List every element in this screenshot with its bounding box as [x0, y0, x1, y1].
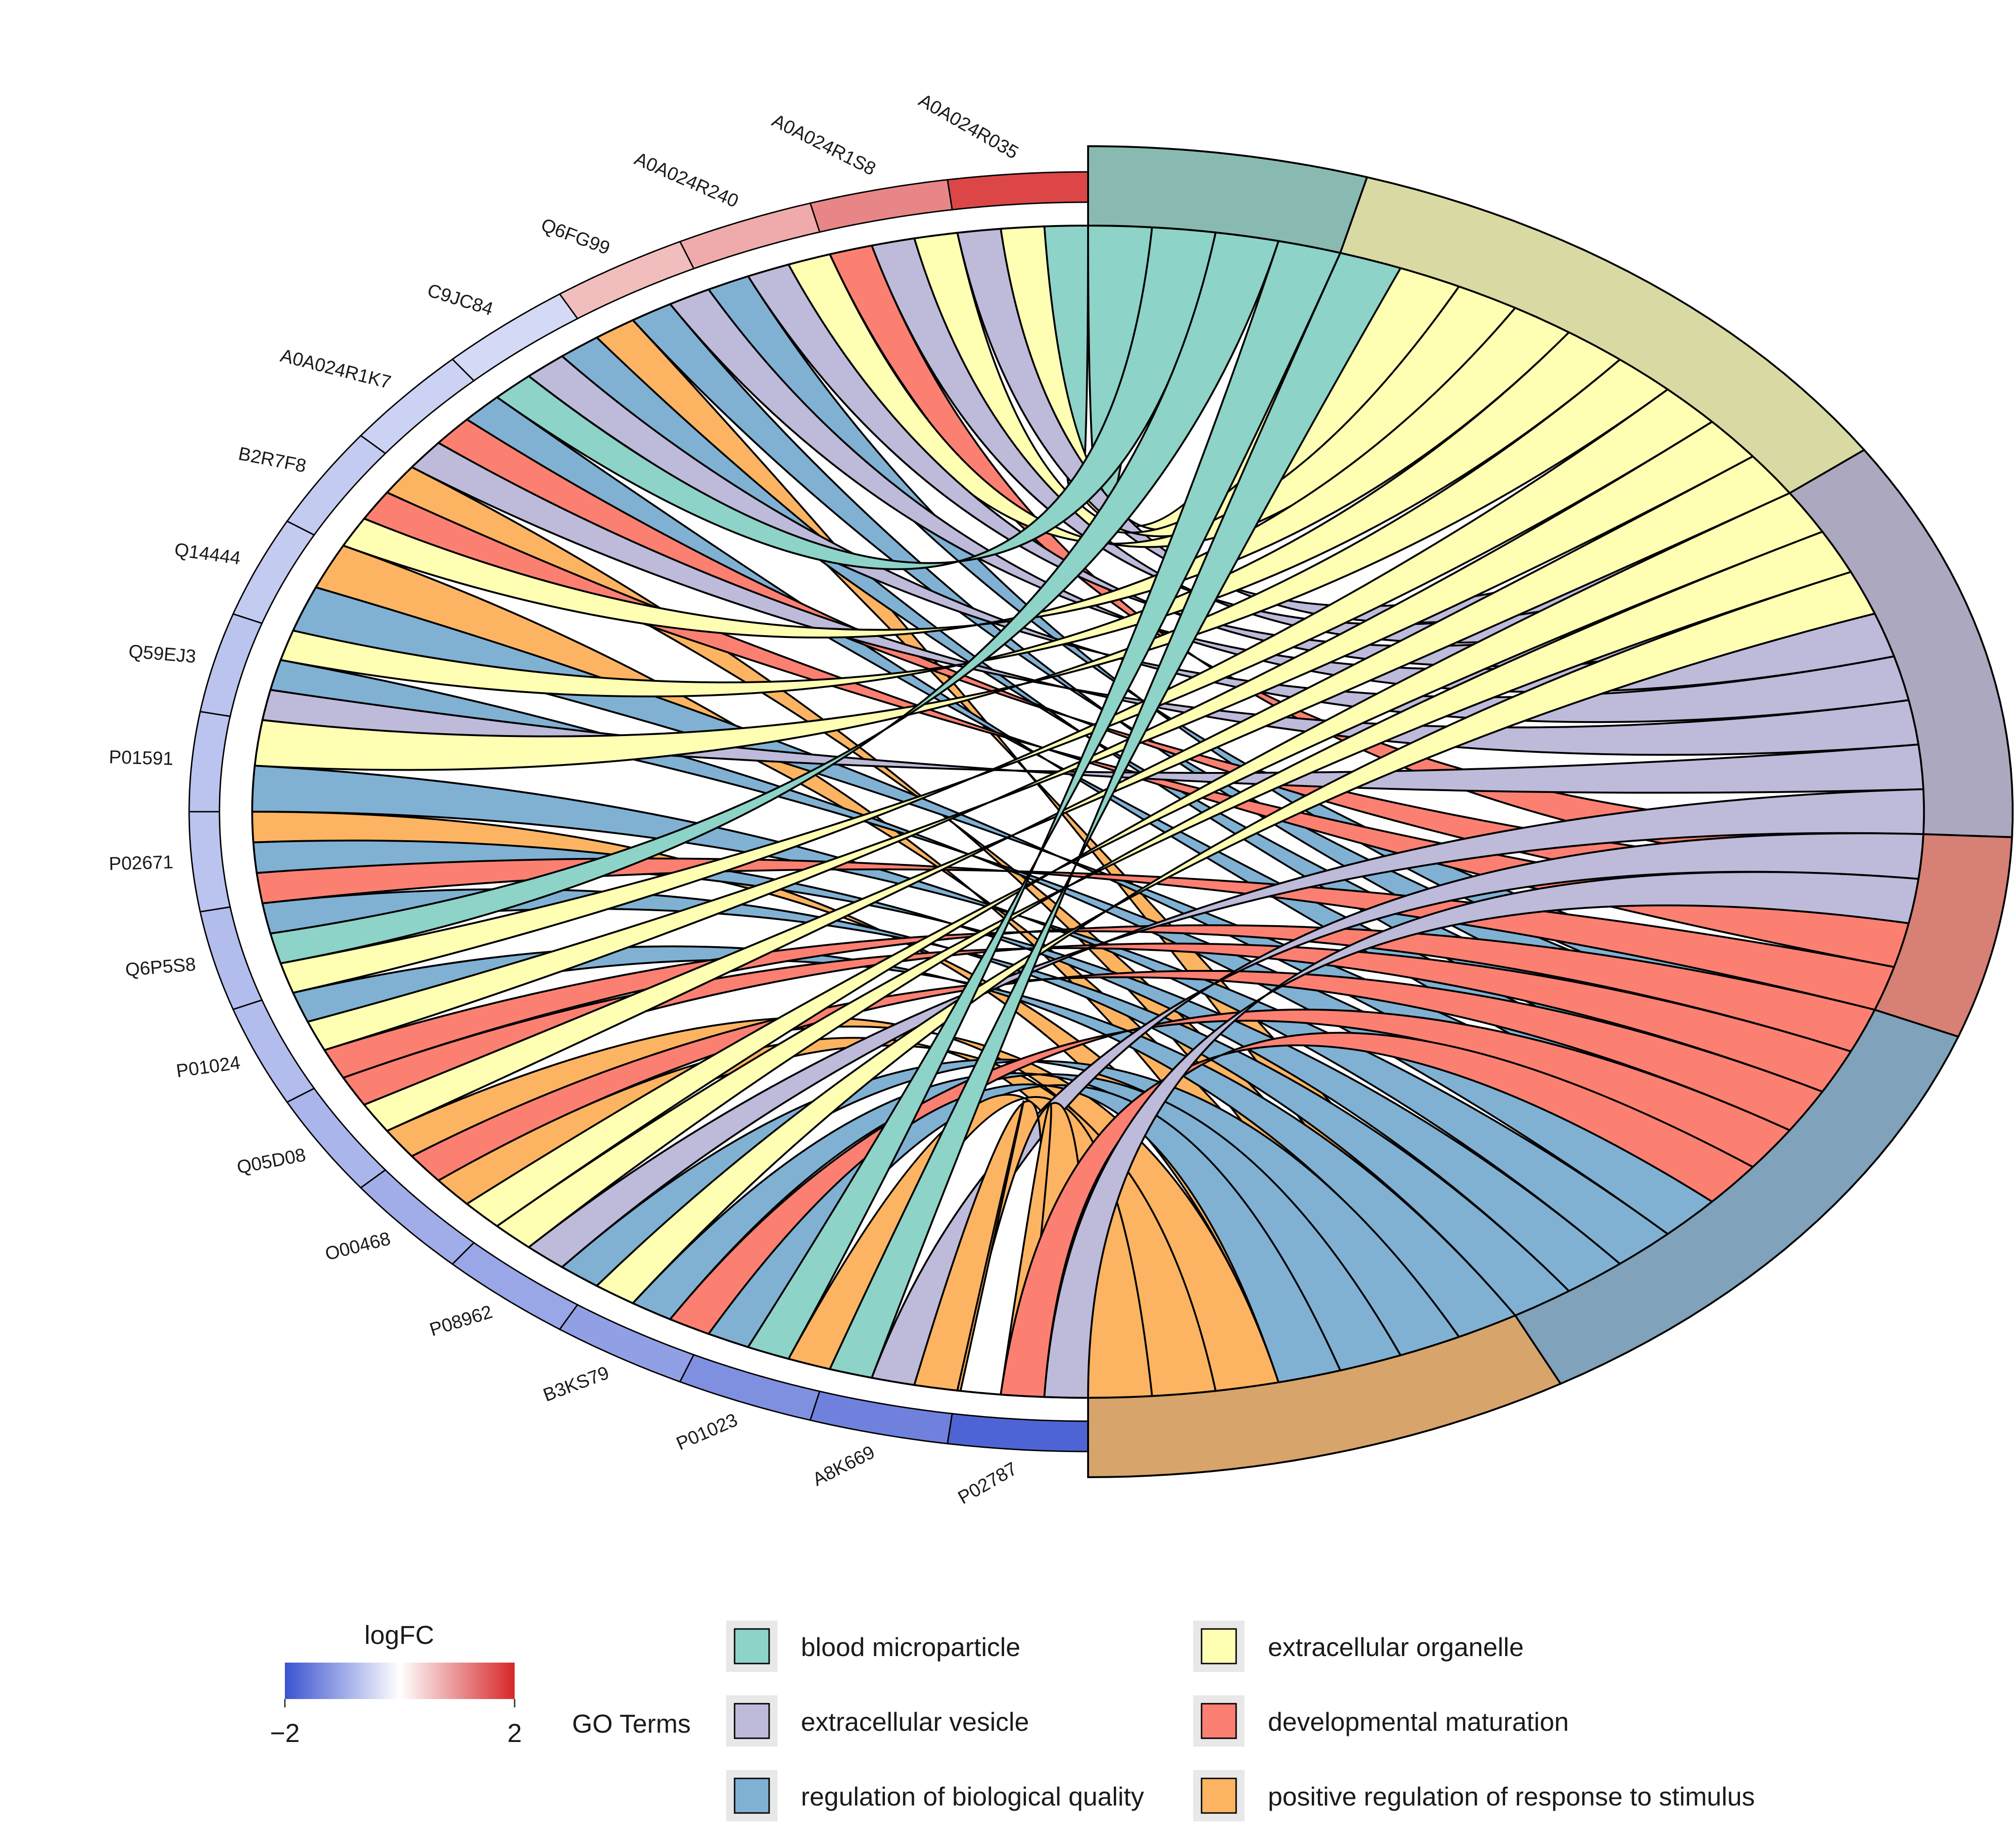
- gene-label: P02671: [109, 852, 174, 874]
- gene-label: Q59EJ3: [128, 641, 197, 667]
- gene-arc: [199, 906, 263, 1011]
- go-terms-legend-title: GO Terms: [572, 1709, 691, 1738]
- legend-term-label: extracellular organelle: [1268, 1632, 1524, 1662]
- legend-swatch: [734, 1703, 770, 1739]
- gene-label: O00468: [323, 1228, 393, 1265]
- gene-arc: [188, 811, 231, 913]
- gene-label: A0A024R240: [631, 149, 742, 212]
- gene-label: C9JC84: [425, 280, 495, 319]
- term-arc: [1087, 1314, 1562, 1479]
- gene-arc: [232, 999, 315, 1103]
- term-arc-layer: [1087, 145, 2014, 1479]
- gene-label: A0A024R1K7: [278, 345, 393, 393]
- go-terms-legend: GO Terms blood microparticle extracellula…: [572, 1621, 1755, 1821]
- gene-arc: [947, 171, 1089, 211]
- gene-arc: [809, 179, 953, 233]
- gene-arc: [188, 710, 231, 813]
- gene-arc: [679, 202, 821, 270]
- gene-label: P08962: [427, 1302, 495, 1340]
- gene-arc: [232, 520, 315, 624]
- gene-label: P01591: [109, 747, 174, 769]
- gene-label: P01023: [673, 1409, 741, 1454]
- gene-label: P02787: [955, 1459, 1020, 1508]
- ribbon-layer: [251, 224, 1925, 1399]
- logfc-legend-title: logFC: [364, 1620, 434, 1650]
- gene-label: P01024: [175, 1052, 242, 1082]
- gene-label: A0A024R1S8: [769, 110, 879, 180]
- gene-label: Q14444: [173, 539, 242, 569]
- gene-arc: [947, 1413, 1089, 1452]
- gene-label: Q6FG99: [538, 214, 613, 259]
- logfc-min-label: −2: [270, 1718, 300, 1748]
- legend-term-label: developmental maturation: [1268, 1707, 1569, 1736]
- legend-term-label: extracellular vesicle: [801, 1707, 1029, 1736]
- logfc-legend: logFC −2 2: [270, 1620, 522, 1748]
- legend-term-label: regulation of biological quality: [801, 1782, 1144, 1811]
- legend-term-label: blood microparticle: [801, 1632, 1020, 1662]
- legend-term-label: positive regulation of response to stimu…: [1268, 1782, 1755, 1811]
- logfc-color-bar: [285, 1663, 515, 1699]
- gene-label: Q6P5S8: [125, 954, 197, 980]
- legend-swatch: [1201, 1628, 1237, 1664]
- legend-swatch: [734, 1777, 770, 1814]
- gene-label: B2R7F8: [237, 443, 308, 476]
- gene-arc: [679, 1353, 821, 1421]
- gene-arc: [809, 1390, 953, 1445]
- gene-arc: [199, 613, 263, 717]
- legend-swatch: [1201, 1777, 1237, 1814]
- gene-label: Q05D08: [235, 1145, 308, 1178]
- gene-label: B3KS79: [540, 1362, 612, 1406]
- gene-arc-layer: [188, 171, 1089, 1452]
- gene-label: A0A024R035: [915, 90, 1022, 163]
- logfc-max-label: 2: [507, 1718, 522, 1748]
- legend-swatch: [1201, 1703, 1237, 1739]
- gene-label: A8K669: [809, 1442, 878, 1490]
- legend-swatch: [734, 1628, 770, 1664]
